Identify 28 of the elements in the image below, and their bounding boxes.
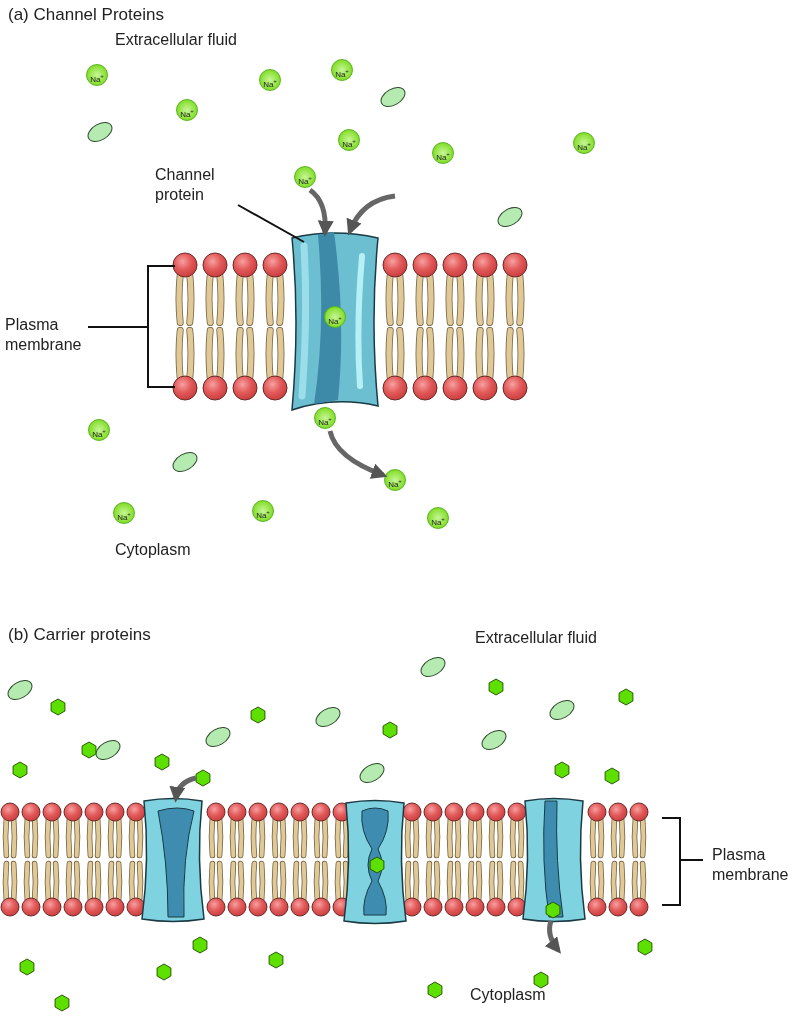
ion-circle: Na$^{+}$ bbox=[252, 500, 274, 522]
ion-circle: Na$^{+}$ bbox=[294, 166, 316, 188]
ion-circle: Na$^{+}$ bbox=[384, 469, 406, 491]
ion-circle: Na$^{+}$ bbox=[176, 99, 198, 121]
text-label: (a) Channel Proteins bbox=[8, 5, 165, 25]
ion-circle: Na$^{+}$ bbox=[88, 419, 110, 441]
text-label: Extracellular fluid bbox=[475, 628, 598, 648]
text-label: Plasma membrane bbox=[5, 315, 83, 355]
ion-circle: Na$^{+}$ bbox=[432, 142, 454, 164]
ion-circle: Na$^{+}$ bbox=[427, 507, 449, 529]
arrow bbox=[347, 193, 396, 236]
text-label: (b) Carrier proteins bbox=[8, 625, 152, 645]
ion-circle: Na$^{+}$ bbox=[338, 129, 360, 151]
text-label: Plasma membrane bbox=[712, 845, 790, 885]
ion-circle: Na$^{+}$ bbox=[314, 407, 336, 429]
text-label: Cytoplasm bbox=[470, 985, 547, 1005]
callout-label: Channel protein bbox=[155, 165, 245, 205]
ion-circle: Na$^{+}$ bbox=[331, 59, 353, 81]
arrow bbox=[544, 920, 561, 954]
leader-line bbox=[237, 204, 305, 243]
arrow bbox=[308, 188, 334, 237]
ion-circle: Na$^{+}$ bbox=[259, 69, 281, 91]
text-label: Extracellular fluid bbox=[115, 30, 238, 50]
ion-circle: Na$^{+}$ bbox=[573, 132, 595, 154]
text-label: Cytoplasm bbox=[115, 540, 192, 560]
arrow bbox=[327, 430, 388, 479]
ion-circle: Na$^{+}$ bbox=[113, 502, 135, 524]
ion-circle: Na$^{+}$ bbox=[86, 64, 108, 86]
